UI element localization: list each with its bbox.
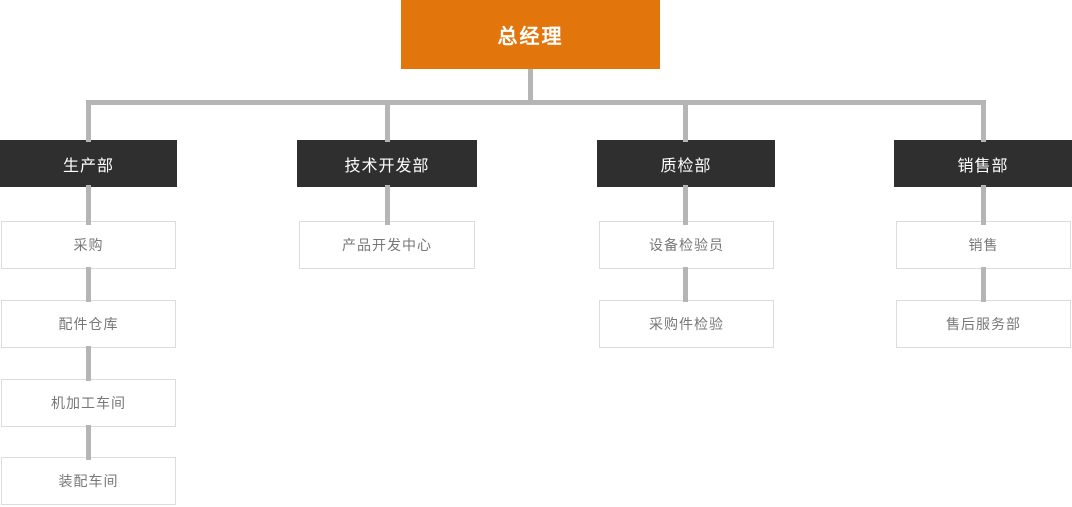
connector-quality-to-equipment-inspector [683, 185, 688, 225]
child-node-label: 售后服务部 [946, 316, 1021, 332]
dept-node-tech-development[interactable]: 技术开发部 [297, 140, 477, 187]
child-node-product-dev-center[interactable]: 产品开发中心 [299, 221, 475, 269]
child-node-purchased-parts-inspection[interactable]: 采购件检验 [599, 300, 774, 348]
child-node-label: 采购 [73, 237, 104, 253]
connector-root-vertical [528, 69, 533, 102]
connector-salesdept-to-sales [981, 185, 986, 225]
child-node-label: 机加工车间 [51, 395, 126, 411]
child-node-equipment-inspector[interactable]: 设备检验员 [599, 221, 774, 269]
child-node-sales[interactable]: 销售 [896, 221, 1071, 269]
dept-node-label: 质检部 [660, 157, 712, 175]
connector-purchasing-to-parts-warehouse [86, 267, 91, 302]
dept-node-label: 销售部 [957, 157, 1009, 175]
child-node-label: 销售 [968, 237, 999, 253]
dept-node-quality-inspection[interactable]: 质检部 [597, 140, 775, 187]
connector-dept-drop-production [86, 100, 91, 142]
child-node-label: 采购件检验 [649, 316, 724, 332]
child-node-machining-workshop[interactable]: 机加工车间 [1, 379, 176, 427]
child-node-assembly-workshop[interactable]: 装配车间 [1, 457, 176, 505]
dept-node-sales[interactable]: 销售部 [894, 140, 1072, 187]
connector-dept-drop-tech-development [385, 100, 390, 142]
connector-parts-warehouse-to-machining [86, 346, 91, 381]
connector-sales-to-after-sales [981, 267, 986, 302]
child-node-label: 配件仓库 [58, 316, 119, 332]
root-node-label: 总经理 [497, 26, 564, 48]
connector-top-horizontal [86, 100, 984, 105]
connector-techdev-to-product-dev-center [385, 185, 390, 225]
dept-node-production[interactable]: 生产部 [0, 140, 177, 187]
dept-node-label: 生产部 [62, 157, 114, 175]
child-node-label: 产品开发中心 [342, 237, 432, 253]
root-node[interactable]: 总经理 [401, 0, 660, 69]
connector-production-to-purchasing [86, 185, 91, 225]
connector-dept-drop-quality-inspection [683, 100, 688, 142]
child-node-label: 装配车间 [58, 473, 119, 489]
child-node-label: 设备检验员 [649, 237, 724, 253]
child-node-parts-warehouse[interactable]: 配件仓库 [1, 300, 176, 348]
connector-equipment-inspector-to-parts-inspection [683, 267, 688, 302]
connector-machining-to-assembly [86, 425, 91, 460]
dept-node-label: 技术开发部 [344, 157, 430, 175]
connector-dept-drop-sales [981, 100, 986, 142]
child-node-after-sales-service[interactable]: 售后服务部 [896, 300, 1071, 348]
child-node-purchasing[interactable]: 采购 [1, 221, 176, 269]
